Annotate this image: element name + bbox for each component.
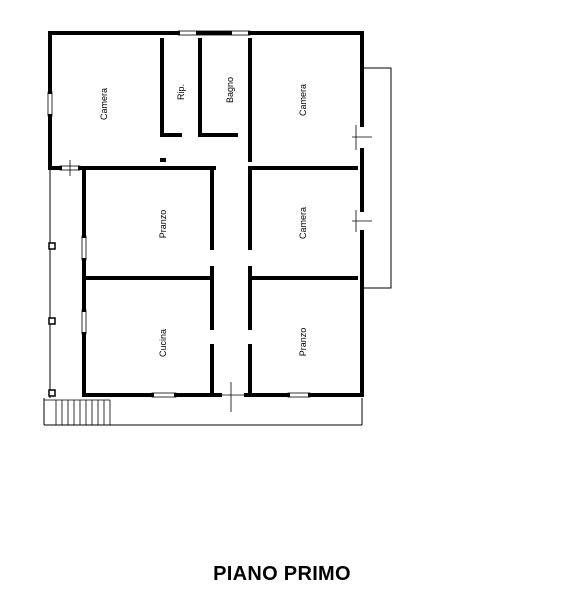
room-label-pranzo-se: Pranzo <box>298 328 308 357</box>
walls <box>48 31 364 397</box>
room-label-cucina: Cucina <box>158 329 168 357</box>
room-label-bagno: Bagno <box>225 77 235 103</box>
room-label-ripostiglio: Rip. <box>176 84 186 100</box>
east-balcony <box>362 67 392 289</box>
room-label-camera-nw: Camera <box>99 88 109 120</box>
floor-title: PIANO PRIMO <box>213 563 351 585</box>
room-label-camera-ne: Camera <box>298 84 308 116</box>
terrace-posts <box>48 242 56 397</box>
west-terrace <box>43 170 363 426</box>
room-label-camera-e: Camera <box>298 207 308 239</box>
stairs <box>44 399 111 425</box>
openings-markers <box>69 125 372 412</box>
room-label-pranzo-w: Pranzo <box>158 210 168 239</box>
room-labels: Camera Rip. Bagno Camera Pranzo Camera C… <box>99 77 308 357</box>
